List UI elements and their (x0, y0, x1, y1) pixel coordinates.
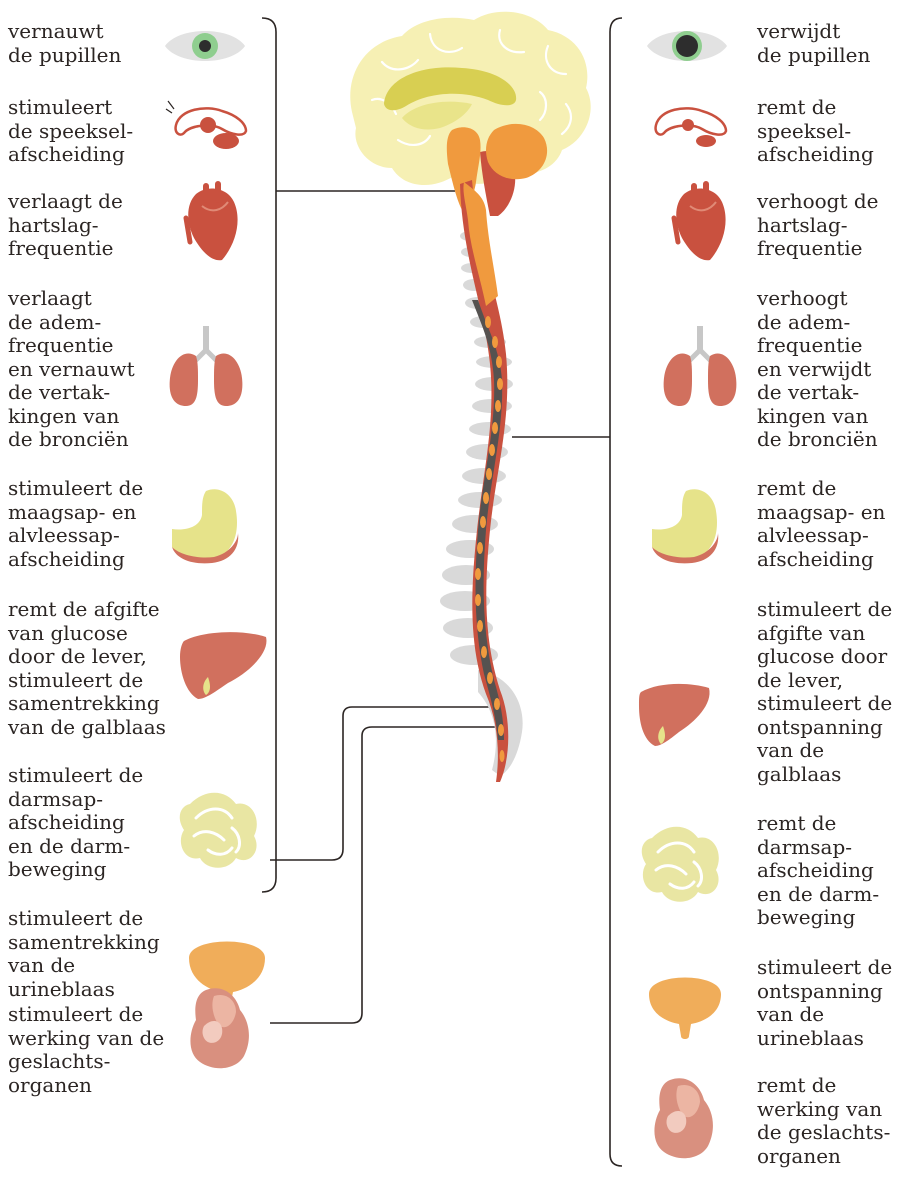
stomach-icon (652, 489, 718, 563)
left-icons (165, 31, 266, 1068)
left-connector-genitals (270, 727, 500, 1023)
genital-organs-icon (654, 1078, 713, 1158)
left-label-genitals: stimuleert de werking van de geslachts- … (8, 1003, 164, 1097)
eye-icon (647, 31, 727, 61)
intestine-icon (642, 827, 719, 902)
heart-icon (674, 184, 726, 260)
right-label-saliva: remt de speeksel- afscheiding (757, 96, 874, 167)
left-connector-bladder (270, 707, 492, 860)
eye-icon (165, 31, 245, 61)
right-label-stomach: remt de maagsap- en alvleessap- afscheid… (757, 477, 885, 571)
genital-organs-icon (190, 988, 249, 1068)
right-label-bladder: stimuleert de ontspanning van de urinebl… (757, 956, 892, 1050)
left-label-heart: verlaagt de hartslag- frequentie (8, 190, 123, 261)
left-label-stomach: stimuleert de maagsap- en alvleessap- af… (8, 477, 143, 571)
left-label-bladder: stimuleert de samentrekking van de urine… (8, 907, 160, 1001)
lungs-icon (664, 326, 737, 406)
right-label-lungs: verhoogt de adem- frequentie en verwijdt… (757, 287, 878, 452)
salivary-gland-icon (656, 108, 726, 147)
lungs-icon (170, 326, 243, 406)
right-label-genitals: remt de werking van de geslachts- organe… (757, 1074, 890, 1168)
right-label-intestine: remt de darmsap- afscheiding en de darm-… (757, 812, 879, 930)
left-label-liver: remt de afgifte van glucose door de leve… (8, 598, 166, 739)
right-label-heart: verhoogt de hartslag- frequentie (757, 190, 879, 261)
cerebellum (486, 124, 547, 179)
brain-and-spine (350, 12, 590, 782)
left-label-pupils: vernauwt de pupillen (8, 20, 121, 67)
salivary-gland-icon (166, 101, 246, 149)
bladder-icon (649, 978, 721, 1040)
left-label-intestine: stimuleert de darmsap- afscheiding en de… (8, 764, 143, 882)
right-icons (639, 31, 736, 1158)
right-label-liver: stimuleert de afgifte van glucose door d… (757, 598, 892, 786)
left-label-lungs: verlaagt de adem- frequentie en vernauwt… (8, 287, 135, 452)
stomach-icon (172, 489, 238, 563)
left-label-saliva: stimuleert de speeksel- afscheiding (8, 96, 133, 167)
right-label-pupils: verwijdt de pupillen (757, 20, 870, 67)
liver-icon (180, 632, 266, 699)
heart-icon (186, 184, 238, 260)
intestine-icon (180, 793, 257, 868)
connector-lines (262, 18, 622, 1166)
left-bracket (262, 18, 276, 892)
liver-icon (639, 684, 710, 746)
right-bracket (610, 18, 622, 1166)
